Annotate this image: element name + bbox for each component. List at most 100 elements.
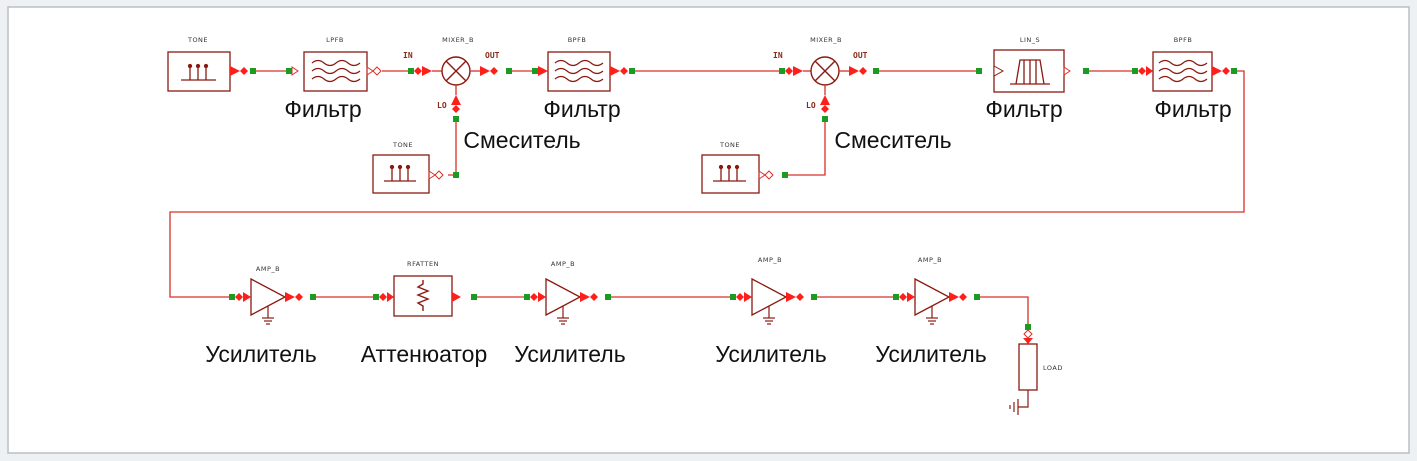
- connection-node[interactable]: [893, 294, 899, 300]
- input-arrow-icon: [291, 66, 299, 76]
- lowpass-filter-caption: Фильтр: [284, 96, 361, 122]
- connection-node[interactable]: [286, 68, 292, 74]
- output-arrow-icon: [758, 170, 766, 180]
- connection-node[interactable]: [976, 68, 982, 74]
- connection-node[interactable]: [471, 294, 477, 300]
- connection-node[interactable]: [250, 68, 256, 74]
- connection-node[interactable]: [629, 68, 635, 74]
- tone-source-2[interactable]: TONE: [372, 141, 459, 194]
- port-diamond-icon: [1138, 67, 1146, 75]
- output-arrow-icon: [366, 66, 374, 76]
- input-arrow-icon: [907, 292, 915, 302]
- connection-node[interactable]: [811, 294, 817, 300]
- connection-node[interactable]: [1025, 324, 1031, 330]
- lowpass-filter[interactable]: LPFB Фильтр: [284, 36, 382, 122]
- port-diamond-icon: [859, 67, 867, 75]
- port-diamond-icon: [490, 67, 498, 75]
- filter-icon: [554, 59, 604, 83]
- attenuator-icon: [416, 280, 430, 311]
- output-arrow-icon: [849, 66, 859, 76]
- port-diamond-icon: [736, 293, 744, 301]
- port-diamond-icon: [240, 67, 248, 75]
- input-arrow-icon: [387, 292, 394, 302]
- connection-node[interactable]: [1231, 68, 1237, 74]
- connection-node[interactable]: [532, 68, 538, 74]
- mixer-1-out-label: OUT: [485, 51, 500, 60]
- tone-source-1[interactable]: TONE: [167, 36, 256, 92]
- port-diamond-icon: [899, 293, 907, 301]
- bandpass-filter-2-tag: BPFB: [1174, 36, 1193, 44]
- output-arrow-icon: [452, 292, 461, 302]
- connection-node[interactable]: [453, 172, 459, 178]
- connection-node[interactable]: [1132, 68, 1138, 74]
- output-arrow-icon: [580, 292, 590, 302]
- amplifier-2[interactable]: AMP_B Усилитель: [514, 260, 625, 367]
- bandpass-window-icon: [1010, 59, 1050, 85]
- amplifier-4-caption: Усилитель: [875, 341, 986, 367]
- port-diamond-icon: [295, 293, 303, 301]
- port-diamond-icon: [785, 67, 793, 75]
- input-arrow-icon: [993, 65, 1005, 77]
- connection-node[interactable]: [782, 172, 788, 178]
- port-diamond-icon: [235, 293, 243, 301]
- attenuator[interactable]: RFATTEN Аттенюатор: [361, 260, 488, 367]
- connection-node[interactable]: [373, 294, 379, 300]
- connection-node[interactable]: [408, 68, 414, 74]
- connection-node[interactable]: [1083, 68, 1089, 74]
- connection-node[interactable]: [730, 294, 736, 300]
- input-arrow-icon: [1146, 66, 1153, 76]
- amplifier-3[interactable]: AMP_B Усилитель: [715, 256, 826, 367]
- bandpass-filter-2-caption: Фильтр: [1154, 96, 1231, 122]
- attenuator-tag: RFATTEN: [407, 260, 439, 268]
- input-arrow-icon: [243, 292, 251, 302]
- connection-node[interactable]: [974, 294, 980, 300]
- input-arrow-icon: [744, 292, 752, 302]
- ground-icon: [557, 306, 569, 325]
- connection-node[interactable]: [605, 294, 611, 300]
- connection-node[interactable]: [506, 68, 512, 74]
- connection-node[interactable]: [779, 68, 785, 74]
- connection-node[interactable]: [873, 68, 879, 74]
- tone-source-3-tag: TONE: [719, 141, 740, 149]
- tone-source-3[interactable]: TONE: [701, 141, 788, 194]
- input-arrow-icon: [1023, 338, 1033, 344]
- port-diamond-icon: [1222, 67, 1230, 75]
- tone-source-2-tag: TONE: [392, 141, 413, 149]
- linear-filter[interactable]: LIN_S Фильтр: [976, 36, 1089, 122]
- amplifier-4-tag: AMP_B: [918, 256, 942, 264]
- connection-node[interactable]: [524, 294, 530, 300]
- connection-node[interactable]: [310, 294, 316, 300]
- mixer-icon: [810, 56, 840, 86]
- output-arrow-icon: [786, 292, 796, 302]
- mixer-2-in-label: IN: [773, 51, 783, 60]
- bandpass-filter-1-tag: BPFB: [568, 36, 587, 44]
- bandpass-filter-2[interactable]: BPFB Фильтр: [1132, 36, 1237, 122]
- port-diamond-icon: [414, 67, 422, 75]
- attenuator-caption: Аттенюатор: [361, 341, 488, 367]
- load-tag: LOAD: [1043, 364, 1063, 372]
- connection-node[interactable]: [822, 116, 828, 122]
- wire: [169, 70, 1245, 298]
- connection-node[interactable]: [453, 116, 459, 122]
- output-arrow-icon: [1212, 66, 1222, 76]
- amplifier-3-caption: Усилитель: [715, 341, 826, 367]
- mixer-1[interactable]: MIXER_B IN OUT LO Смеситель: [403, 36, 581, 153]
- ground-icon: [262, 306, 274, 325]
- amplifier-4[interactable]: AMP_B Усилитель: [875, 256, 986, 367]
- mixer-1-in-label: IN: [403, 51, 413, 60]
- load[interactable]: LOAD: [1009, 324, 1063, 415]
- port-diamond-icon: [796, 293, 804, 301]
- output-arrow-icon: [610, 66, 620, 76]
- port-diamond-icon: [379, 293, 387, 301]
- port-diamond-icon: [959, 293, 967, 301]
- mixer-2[interactable]: MIXER_B IN OUT LO Смеситель: [773, 36, 952, 153]
- filter-icon: [1158, 59, 1208, 83]
- tone-source-icon: [713, 164, 746, 182]
- connection-node[interactable]: [229, 294, 235, 300]
- bandpass-filter-1[interactable]: BPFB Фильтр: [532, 36, 635, 122]
- ground-icon: [763, 306, 775, 325]
- linear-filter-tag: LIN_S: [1020, 36, 1040, 44]
- mixer-2-tag: MIXER_B: [810, 36, 842, 44]
- amplifier-1[interactable]: AMP_B Усилитель: [205, 265, 316, 367]
